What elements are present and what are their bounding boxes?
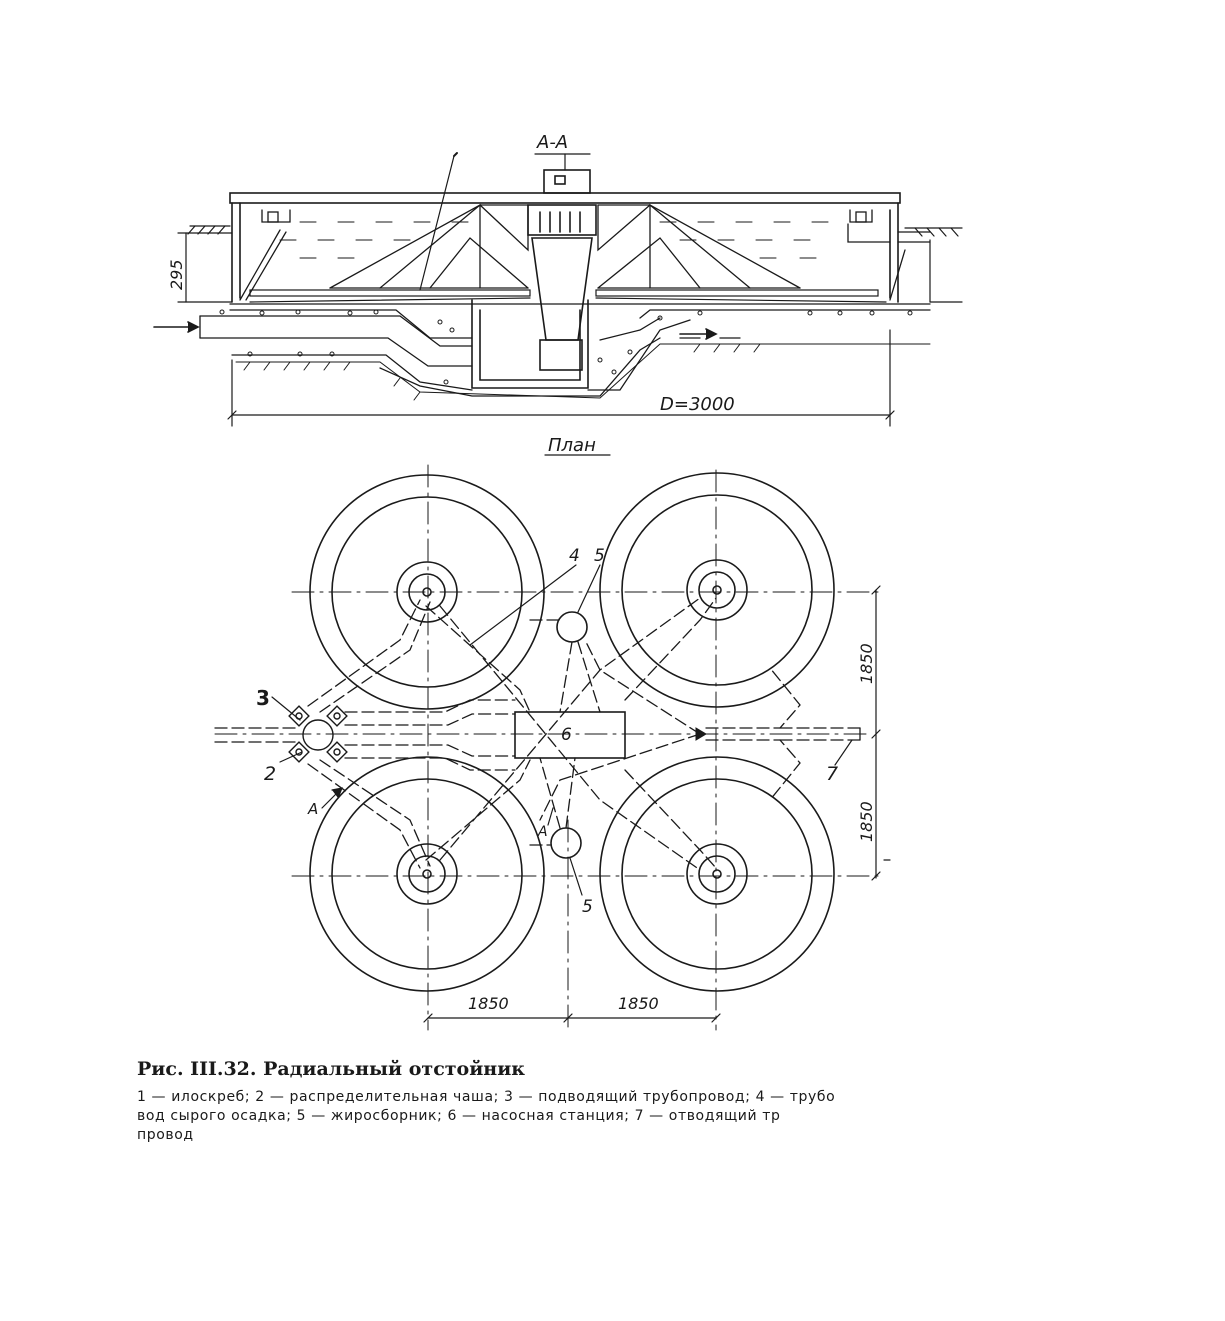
scraper-truss xyxy=(329,203,801,289)
grease-collector-top xyxy=(556,611,588,643)
dimension-bottom-right: 1850 xyxy=(618,994,659,1013)
settler-tank-bottom-right xyxy=(599,756,835,992)
grease-collector-bottom xyxy=(550,827,582,859)
callout-3: 3 xyxy=(256,686,270,710)
scraper-blades xyxy=(249,289,887,303)
figure-title: Рис. III.32. Радиальный отстойник xyxy=(137,1058,526,1080)
pumping-station xyxy=(514,711,626,759)
flow-arrows xyxy=(153,321,718,340)
plan-view xyxy=(214,454,891,1031)
ground-right xyxy=(904,227,963,303)
dimension-bottom-left: 1850 xyxy=(468,994,509,1013)
central-column xyxy=(471,204,597,389)
callout-5-top: 5 xyxy=(594,546,605,566)
dimension-right-lower: 1850 xyxy=(857,801,876,842)
pipelines xyxy=(214,597,861,871)
legend-line-3: провод xyxy=(137,1127,194,1143)
height-dimension xyxy=(177,232,233,303)
callout-7: 7 xyxy=(826,763,838,785)
horizontal-dimensions xyxy=(423,1013,721,1023)
depth-dimension-label: 295 xyxy=(167,259,186,290)
callout-2: 2 xyxy=(264,763,276,785)
collection-trays xyxy=(239,209,931,301)
legend-line-1: 1 — илоскреб; 2 — распределительная чаша… xyxy=(137,1089,836,1105)
section-view xyxy=(153,152,963,427)
settler-tank-top-right xyxy=(599,472,835,708)
callout-4: 4 xyxy=(569,546,580,566)
legend-line-2: вод сырого осадка; 5 — жиросборник; 6 — … xyxy=(137,1108,781,1124)
foundation xyxy=(199,303,931,397)
ground-left xyxy=(187,225,231,235)
vertical-dimensions xyxy=(871,585,891,881)
distribution-chamber xyxy=(288,705,348,763)
dimension-right-upper: 1850 xyxy=(857,643,876,684)
diameter-dimension xyxy=(227,329,895,427)
excavation-hatch xyxy=(235,343,931,401)
concrete-aggregate xyxy=(219,309,913,385)
center-lines xyxy=(214,464,881,1031)
diameter-dimension-label: D=3000 xyxy=(660,394,735,415)
leader-lines xyxy=(271,564,853,896)
cut-marker-a-center: А xyxy=(537,824,548,840)
callout-6: 6 xyxy=(561,725,572,745)
tank-walls xyxy=(229,169,901,303)
settler-tank-top-left xyxy=(309,474,545,710)
settler-tank-bottom-left xyxy=(309,756,545,992)
section-label: А-А xyxy=(536,132,568,153)
callout-5-bottom: 5 xyxy=(582,897,593,917)
plan-label: План xyxy=(548,435,596,456)
cut-marker-a-left: А xyxy=(307,800,318,818)
water-surface xyxy=(261,221,829,259)
figure-legend: 1 — илоскреб; 2 — распределительная чаша… xyxy=(137,1088,982,1145)
